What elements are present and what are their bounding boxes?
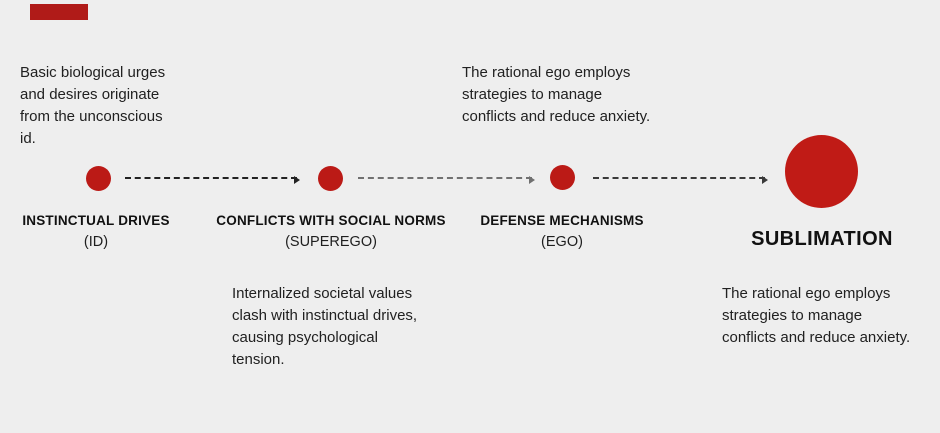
arrow-ego-to-sublimation xyxy=(593,175,768,184)
note-defense-mechanisms: The rational ego employs strategies to m… xyxy=(462,64,651,125)
stage-title: SUBLIMATION xyxy=(751,228,893,250)
timeline-node-id xyxy=(86,166,111,191)
stage-subtitle: (EGO) xyxy=(541,234,583,250)
stage-label-instinctual-drives: INSTINCTUAL DRIVES (ID) xyxy=(0,213,221,250)
stage-label-sublimation: SUBLIMATION xyxy=(697,228,940,251)
stage-label-conflicts-social-norms: CONFLICTS WITH SOCIAL NORMS (SUPEREGO) xyxy=(206,213,456,250)
stage-title: INSTINCTUAL DRIVES xyxy=(22,213,170,228)
accent-bar xyxy=(30,4,88,20)
timeline-node-sublimation xyxy=(785,135,858,208)
note-sublimation: The rational ego employs strategies to m… xyxy=(722,285,911,346)
note-conflicts-social-norms: Internalized societal values clash with … xyxy=(232,285,418,368)
timeline-node-superego xyxy=(318,166,343,191)
stage-title: CONFLICTS WITH SOCIAL NORMS xyxy=(216,213,446,228)
note-instinctual-drives: Basic biological urges and desires origi… xyxy=(20,64,166,147)
stage-subtitle: (SUPEREGO) xyxy=(285,234,377,250)
stage-subtitle: (ID) xyxy=(83,234,109,250)
stage-label-defense-mechanisms: DEFENSE MECHANISMS (EGO) xyxy=(437,213,687,250)
arrow-id-to-superego xyxy=(125,175,300,184)
timeline-node-ego xyxy=(550,165,575,190)
stage-title: DEFENSE MECHANISMS xyxy=(480,213,644,228)
arrow-superego-to-ego xyxy=(358,175,535,184)
